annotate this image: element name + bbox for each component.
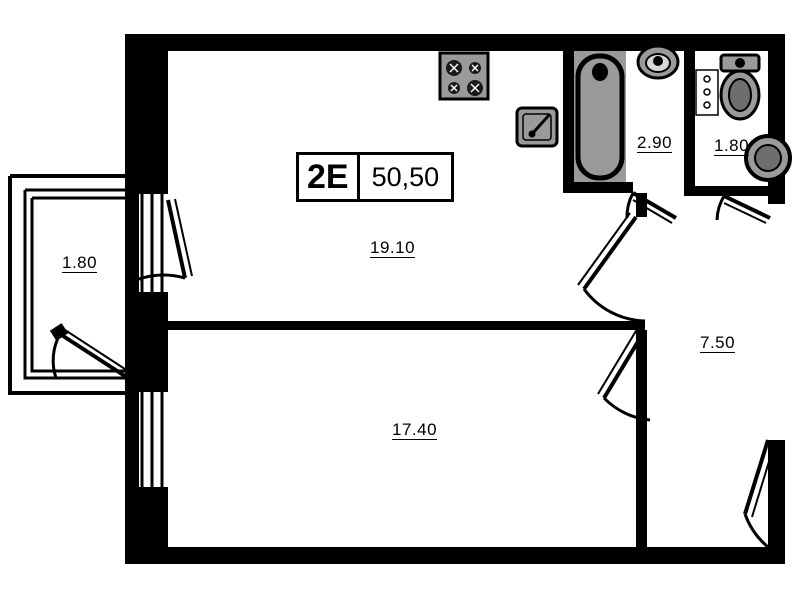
exterior-walls xyxy=(125,34,785,564)
room-area-hallway: 7.50 xyxy=(700,333,736,353)
interior-walls xyxy=(160,43,769,548)
bathtub-icon xyxy=(574,51,626,182)
entrance-door xyxy=(743,439,776,549)
apartment-title-box: 2E 50,50 xyxy=(296,152,455,202)
apartment-type-label: 2E xyxy=(307,158,349,196)
room-area-balcony: 1.80 xyxy=(62,253,98,273)
toilet-icon xyxy=(719,53,761,121)
room-area-wc: 1.80 xyxy=(714,136,750,156)
pipe-riser-icon xyxy=(695,69,719,116)
stove-icon xyxy=(438,51,490,101)
door-wc xyxy=(715,194,771,224)
apartment-total-area-label: 50,50 xyxy=(371,161,440,192)
room-area-bathroom: 2.90 xyxy=(637,133,673,153)
wc-sink-icon xyxy=(744,134,792,182)
balcony-exit-door xyxy=(49,323,130,380)
door-bedroom xyxy=(597,325,651,422)
balcony-door xyxy=(135,198,193,282)
bathroom-sink-icon xyxy=(636,44,680,80)
window-upper-left xyxy=(140,190,164,296)
balcony-structure xyxy=(8,174,128,395)
kitchen-sink-icon xyxy=(515,106,559,148)
window-lower-left xyxy=(140,389,164,490)
room-area-living-room: 19.10 xyxy=(370,238,416,258)
title-divider xyxy=(356,155,360,199)
room-area-bedroom: 17.40 xyxy=(392,420,438,440)
door-living-room xyxy=(577,212,646,323)
